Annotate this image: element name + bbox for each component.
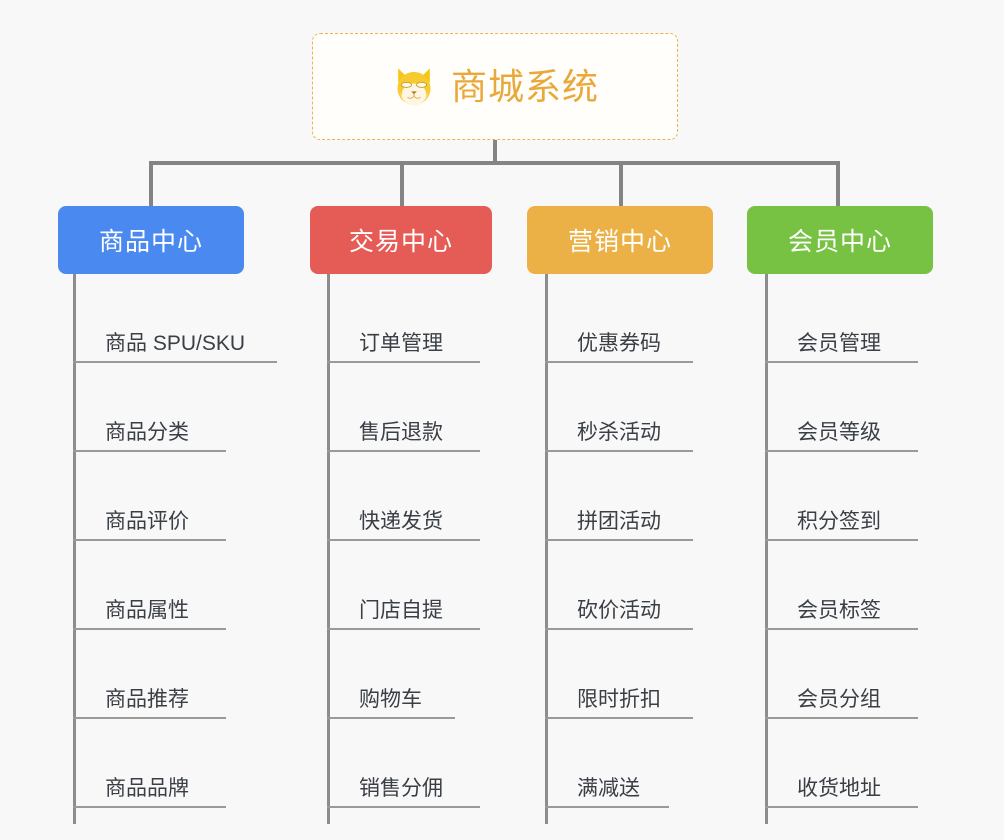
leaf-label: 商品分类 xyxy=(105,420,189,444)
category-box-member-center[interactable]: 会员中心 xyxy=(747,206,933,274)
root-node-shop-system[interactable]: 商城系统 xyxy=(312,33,678,140)
category-label: 会员中心 xyxy=(787,228,892,256)
connector-drop-2 xyxy=(400,161,404,207)
leaf-label: 积分签到 xyxy=(797,509,881,533)
list-item[interactable]: 秒杀活动 xyxy=(545,363,693,452)
leaf-underline xyxy=(545,717,693,719)
leaf-label: 会员分组 xyxy=(797,687,881,711)
leaf-label: 快递发货 xyxy=(359,509,443,533)
category-label: 商品中心 xyxy=(98,228,203,256)
category-box-trade-center[interactable]: 交易中心 xyxy=(310,206,492,274)
category-box-product-center[interactable]: 商品中心 xyxy=(58,206,244,274)
leaf-label: 售后退款 xyxy=(359,420,443,444)
leaf-underline xyxy=(545,539,693,541)
leaf-label: 门店自提 xyxy=(359,598,443,622)
category-label: 交易中心 xyxy=(348,228,453,256)
connector-drop-3 xyxy=(619,161,623,207)
leaf-label: 会员标签 xyxy=(797,598,881,622)
leaf-label: 会员等级 xyxy=(797,420,881,444)
category-box-marketing-center[interactable]: 营销中心 xyxy=(527,206,713,274)
leaf-underline xyxy=(765,806,918,808)
leaf-label: 订单管理 xyxy=(359,331,443,355)
leaf-label: 商品推荐 xyxy=(105,687,189,711)
leaf-column-marketing-center: 优惠券码 秒杀活动 拼团活动 砍价活动 限时折扣 满减送 xyxy=(545,274,693,824)
list-item[interactable]: 快递发货 xyxy=(327,452,480,541)
leaf-column-trade-center: 订单管理 售后退款 快递发货 门店自提 购物车 销售分佣 xyxy=(327,274,480,824)
list-item[interactable]: 会员分组 xyxy=(765,630,918,719)
leaf-underline xyxy=(765,628,918,630)
list-item[interactable]: 商品推荐 xyxy=(73,630,245,719)
list-item[interactable]: 会员等级 xyxy=(765,363,918,452)
connector-bus xyxy=(149,161,840,165)
connector-root-stub xyxy=(493,140,497,164)
leaf-underline xyxy=(73,628,226,630)
list-item[interactable]: 购物车 xyxy=(327,630,455,719)
leaf-underline xyxy=(545,628,693,630)
list-item[interactable]: 销售分佣 xyxy=(327,719,480,808)
list-item[interactable]: 优惠券码 xyxy=(545,274,693,363)
leaf-label: 商品品牌 xyxy=(105,776,189,800)
leaf-label: 销售分佣 xyxy=(359,776,443,800)
leaf-label: 购物车 xyxy=(359,687,422,711)
leaf-underline xyxy=(765,450,918,452)
leaf-label: 优惠券码 xyxy=(577,331,661,355)
leaf-underline xyxy=(545,806,669,808)
list-item[interactable]: 门店自提 xyxy=(327,541,480,630)
leaf-underline xyxy=(327,450,480,452)
leaf-underline xyxy=(327,539,480,541)
column-spine xyxy=(765,274,768,824)
list-item[interactable]: 售后退款 xyxy=(327,363,480,452)
list-item[interactable]: 商品品牌 xyxy=(73,719,245,808)
leaf-label: 商品属性 xyxy=(105,598,189,622)
leaf-underline xyxy=(73,361,277,363)
column-spine xyxy=(545,274,548,824)
leaf-underline xyxy=(73,806,226,808)
connector-drop-4 xyxy=(836,161,840,207)
leaf-underline xyxy=(327,628,480,630)
leaf-underline xyxy=(73,539,226,541)
leaf-column-product-center: 商品 SPU/SKU 商品分类 商品评价 商品属性 商品推荐 商品品牌 xyxy=(73,274,277,824)
leaf-underline xyxy=(545,450,693,452)
leaf-underline xyxy=(73,450,226,452)
leaf-label: 满减送 xyxy=(577,776,640,800)
leaf-label: 砍价活动 xyxy=(577,598,661,622)
leaf-underline xyxy=(545,361,693,363)
leaf-label: 会员管理 xyxy=(797,331,881,355)
list-item[interactable]: 商品属性 xyxy=(73,541,245,630)
leaf-underline xyxy=(765,539,918,541)
leaf-label: 限时折扣 xyxy=(577,687,661,711)
leaf-label: 拼团活动 xyxy=(577,509,661,533)
leaf-underline xyxy=(765,717,918,719)
list-item[interactable]: 会员标签 xyxy=(765,541,918,630)
list-item[interactable]: 商品 SPU/SKU xyxy=(73,274,277,363)
list-item[interactable]: 满减送 xyxy=(545,719,669,808)
shiba-dog-face-icon xyxy=(397,67,431,106)
list-item[interactable]: 商品分类 xyxy=(73,363,245,452)
list-item[interactable]: 积分签到 xyxy=(765,452,918,541)
connector-drop-1 xyxy=(149,161,153,207)
column-spine xyxy=(327,274,330,824)
list-item[interactable]: 收货地址 xyxy=(765,719,918,808)
leaf-label: 秒杀活动 xyxy=(577,420,661,444)
column-spine xyxy=(73,274,76,824)
list-item[interactable]: 商品评价 xyxy=(73,452,245,541)
leaf-underline xyxy=(327,717,455,719)
list-item[interactable]: 订单管理 xyxy=(327,274,480,363)
leaf-underline xyxy=(73,717,226,719)
category-label: 营销中心 xyxy=(567,228,672,256)
root-title: 商城系统 xyxy=(450,65,599,107)
leaf-underline xyxy=(327,806,480,808)
list-item[interactable]: 拼团活动 xyxy=(545,452,693,541)
leaf-label: 收货地址 xyxy=(797,776,881,800)
leaf-column-member-center: 会员管理 会员等级 积分签到 会员标签 会员分组 收货地址 xyxy=(765,274,918,824)
list-item[interactable]: 会员管理 xyxy=(765,274,918,363)
leaf-underline xyxy=(765,361,918,363)
leaf-label: 商品 SPU/SKU xyxy=(105,331,246,355)
list-item[interactable]: 砍价活动 xyxy=(545,541,693,630)
leaf-underline xyxy=(327,361,480,363)
list-item[interactable]: 限时折扣 xyxy=(545,630,693,719)
leaf-label: 商品评价 xyxy=(105,509,189,533)
